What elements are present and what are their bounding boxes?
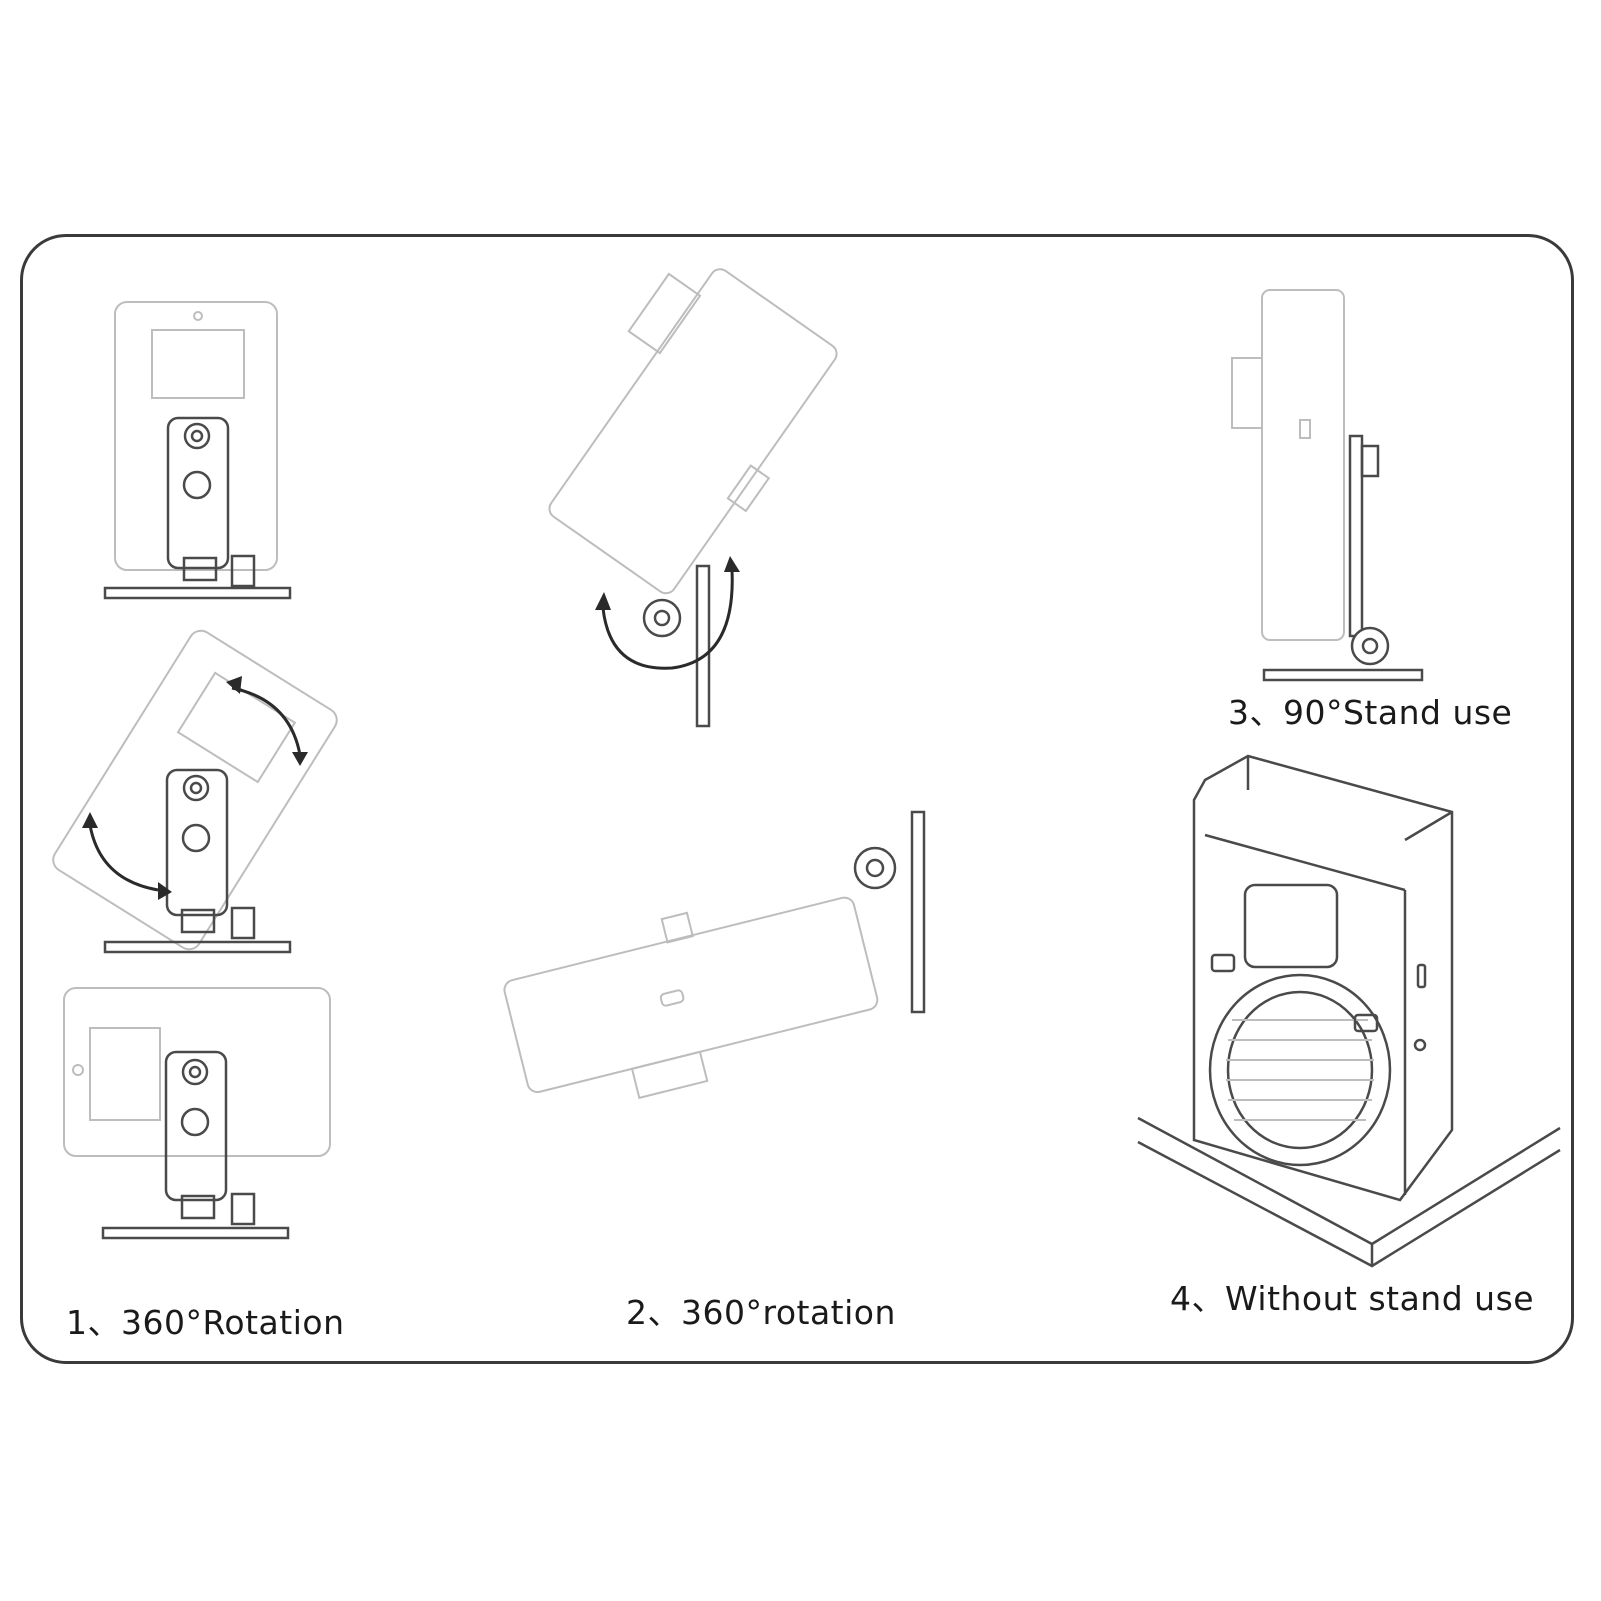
- caption-without-stand-use: 4、Without stand use: [1170, 1279, 1535, 1318]
- caption-90-stand-use: 3、90°Stand use: [1228, 693, 1513, 732]
- device-wall-mounted-tilted: [548, 268, 838, 728]
- device-upright-on-stand: [103, 301, 292, 600]
- device-wall-mounted-horizontal: [503, 810, 926, 1100]
- device-side-stand: [1231, 289, 1424, 682]
- device-landscape-on-stand: [63, 987, 331, 1240]
- diagram-frame: [20, 234, 1574, 1364]
- device-on-shelf: [1137, 754, 1561, 1268]
- caption-360-rotation: 1、360°Rotation: [66, 1303, 345, 1342]
- caption-360-rotation-wall: 2、360°rotation: [626, 1293, 896, 1332]
- rotation-arrow-icon: [82, 676, 308, 900]
- device-tilted-on-stand: [52, 629, 338, 954]
